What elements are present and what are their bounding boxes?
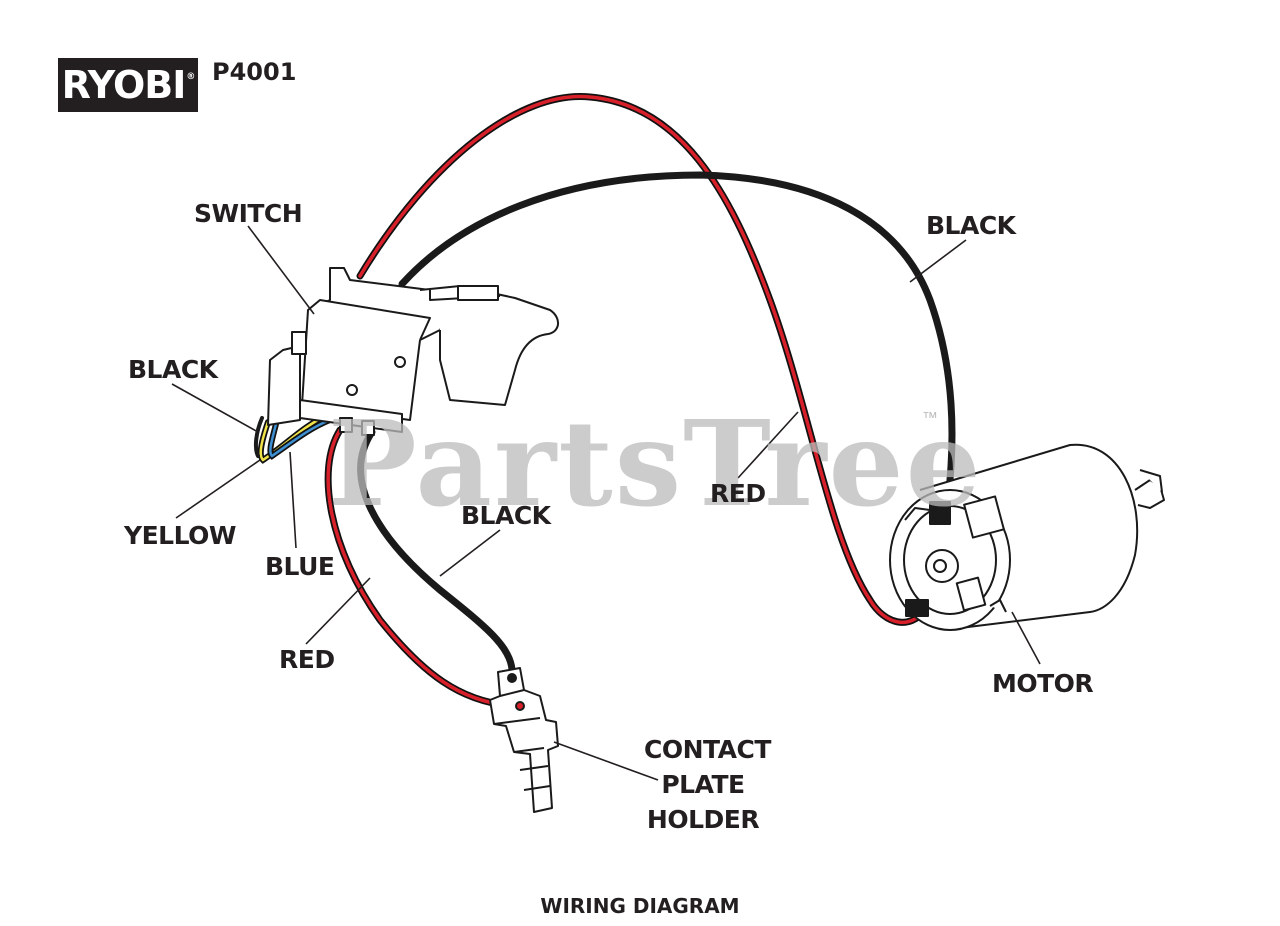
model-number: P4001 xyxy=(212,58,297,86)
watermark-tm: ™ xyxy=(922,410,938,427)
label-blue: BLUE xyxy=(265,552,335,581)
switch-body xyxy=(267,267,559,436)
label-motor: MOTOR xyxy=(992,669,1094,698)
label-contact-line2: PLATE xyxy=(661,770,745,799)
label-red-left: RED xyxy=(279,645,335,674)
leader-blue xyxy=(289,451,297,549)
leader-black-right xyxy=(909,239,967,283)
leader-black-mid xyxy=(439,529,501,577)
label-yellow: YELLOW xyxy=(124,521,236,550)
leader-black-left xyxy=(171,383,259,433)
contact-plate-holder xyxy=(489,667,559,813)
label-black-mid: BLACK xyxy=(461,501,551,530)
leader-contact xyxy=(553,741,659,781)
watermark: PartsTree xyxy=(328,394,983,533)
label-switch: SWITCH xyxy=(194,199,303,228)
wire-black-switch-to-holder xyxy=(357,428,516,682)
leader-yellow xyxy=(175,459,261,519)
leader-switch xyxy=(247,225,315,315)
wire-black-switch-to-motor xyxy=(398,171,956,504)
wires-switch-small xyxy=(253,416,333,464)
label-contact-plate-holder: CONTACT PLATE HOLDER xyxy=(644,732,771,837)
ryobi-logo: RYOBI® xyxy=(58,58,198,112)
label-red-right: RED xyxy=(710,479,766,508)
leader-red-right xyxy=(737,411,799,479)
wire-red-switch-to-holder xyxy=(324,426,524,710)
label-contact-line3: HOLDER xyxy=(646,805,760,834)
leader-motor xyxy=(1011,611,1041,665)
logo-registered-mark: ® xyxy=(186,72,195,82)
label-black-right: BLACK xyxy=(926,211,1016,240)
logo-text: RYOBI xyxy=(61,63,187,107)
diagram-caption: WIRING DIAGRAM xyxy=(540,894,740,918)
label-contact-line1: CONTACT xyxy=(644,735,771,764)
motor xyxy=(889,443,1165,631)
label-black-left: BLACK xyxy=(128,355,218,384)
wire-red-switch-to-motor xyxy=(356,93,929,626)
leader-red-left xyxy=(305,577,371,645)
leader-lines xyxy=(171,225,1041,781)
